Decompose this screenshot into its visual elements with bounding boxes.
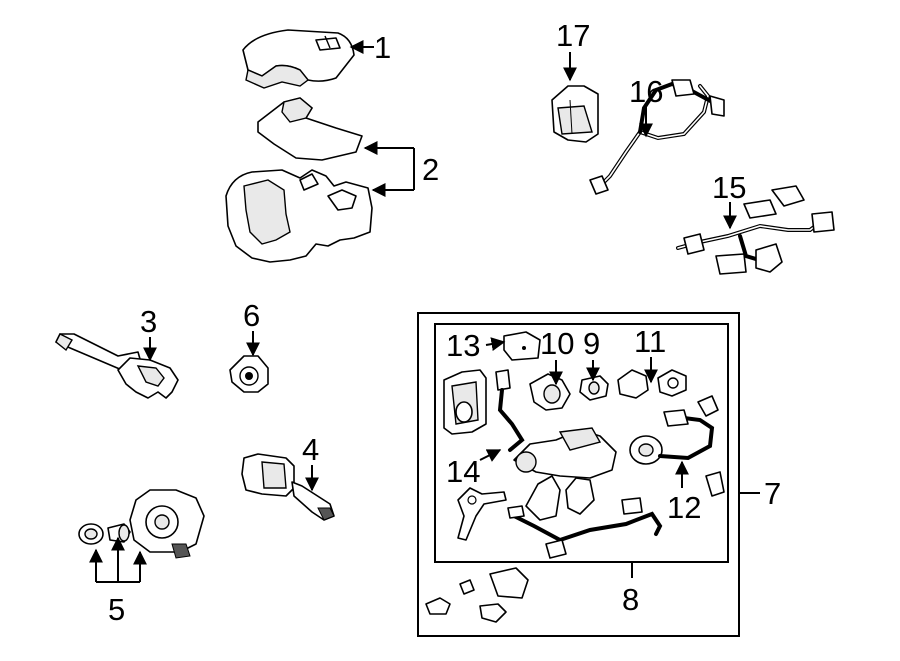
harness-clip[interactable]: [697, 395, 725, 497]
callout-9: 9: [583, 326, 600, 361]
lock-harness[interactable]: [507, 497, 663, 559]
combination-switch-body[interactable]: [129, 489, 205, 559]
lock-housing[interactable]: [529, 373, 571, 411]
column-wire-harness[interactable]: [676, 185, 835, 275]
key-plate[interactable]: [443, 369, 487, 435]
contact-reel-clip[interactable]: [229, 355, 269, 393]
key-reminder-switch[interactable]: [503, 331, 541, 361]
lock-cylinder-cap[interactable]: [78, 523, 104, 545]
callout-7: 7: [764, 476, 781, 511]
switch-connector[interactable]: [495, 369, 525, 452]
lock-seals[interactable]: [525, 475, 595, 521]
kit-inner-frame: [434, 323, 729, 563]
upper-column-cover[interactable]: [242, 29, 355, 89]
callout-labels: 1 2 3 4 5 6 7 8 9 10 11 12 13 14 15 16 1…: [108, 18, 781, 627]
callout-12: 12: [667, 490, 701, 525]
callout-4: 4: [302, 432, 319, 467]
lock-ring[interactable]: [617, 369, 687, 399]
control-module[interactable]: [551, 85, 599, 143]
callout-17: 17: [556, 18, 590, 53]
ignition-switch[interactable]: [513, 427, 617, 479]
callout-1: 1: [374, 30, 391, 65]
turn-signal-switch[interactable]: [55, 333, 179, 399]
callout-11: 11: [634, 324, 666, 359]
callout-10: 10: [540, 326, 574, 361]
lock-collar[interactable]: [579, 375, 609, 401]
callout-3: 3: [140, 304, 157, 339]
ignition-harness[interactable]: [629, 409, 715, 465]
callout-13: 13: [446, 328, 480, 363]
pin-set[interactable]: [425, 567, 529, 623]
callout-6: 6: [243, 298, 260, 333]
callout-14: 14: [446, 454, 480, 489]
kit-outer-frame: [417, 312, 740, 637]
ignition-keys[interactable]: [457, 487, 507, 541]
steering-harness[interactable]: [589, 79, 725, 195]
callout-8: 8: [622, 582, 639, 617]
wiper-switch[interactable]: [241, 453, 335, 521]
callout-2: 2: [422, 152, 439, 187]
callout-15: 15: [712, 170, 746, 205]
leader-lines: [89, 40, 760, 583]
lower-column-cover[interactable]: [225, 97, 373, 263]
callout-16: 16: [629, 74, 663, 109]
callout-5: 5: [108, 592, 125, 627]
